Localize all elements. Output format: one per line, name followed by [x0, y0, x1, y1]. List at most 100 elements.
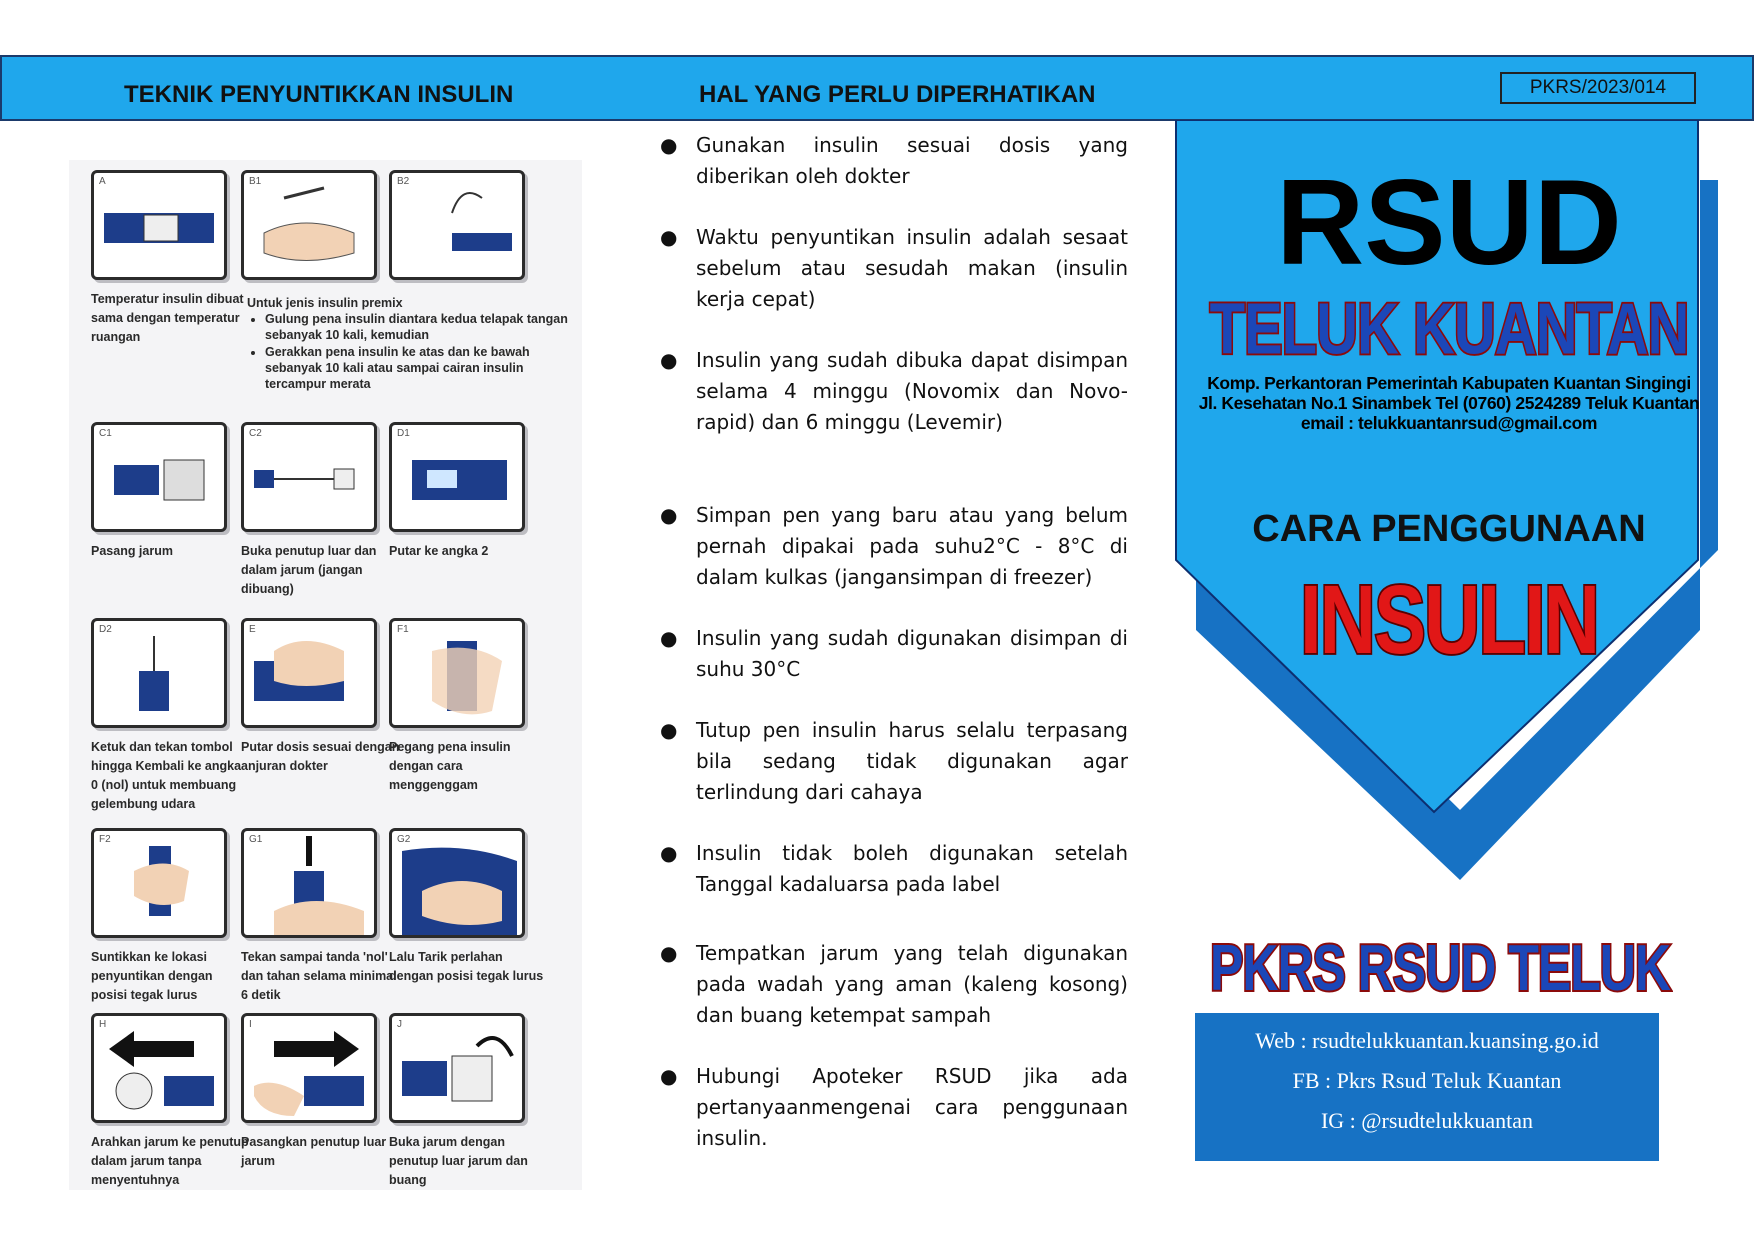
step-illustration-graphic [139, 636, 169, 711]
step-caption: Ketuk dan tekan tombol hingga Kembali ke… [91, 740, 242, 811]
step-illustration-graphic [402, 1036, 514, 1102]
step-tag: J [397, 1019, 402, 1030]
step-tag: H [99, 1019, 107, 1030]
premix-instructions: Untuk jenis insulin premix Gulung pena i… [247, 295, 577, 393]
step-illustration: F1 [389, 618, 525, 728]
step-illustration-graphic [451, 192, 512, 251]
step-a: A Temperatur insulin dibuat sama dengan t… [91, 170, 251, 347]
step-illustration: J [389, 1013, 525, 1123]
step-tag: B1 [249, 176, 262, 187]
cover-banner [1175, 120, 1718, 880]
step-illustration-graphic [114, 459, 205, 501]
step-tag: D1 [397, 428, 410, 439]
middle-section-title: HAL YANG PERLU DIPERHATIKAN [699, 81, 1096, 108]
step-illustration: F2 [91, 828, 227, 938]
step-illustration-graphic [274, 836, 364, 935]
step-caption: Temperatur insulin dibuat sama dengan te… [91, 292, 244, 344]
document-code: PKRS/2023/014 [1500, 72, 1696, 104]
bullet-icon: ● [660, 1064, 678, 1088]
step-h: H Arahkan jarum ke penutup dalam jarum ta… [91, 1013, 251, 1190]
step-caption: Buka jarum dengan penutup luar jarum dan… [389, 1135, 528, 1187]
bullet-icon: ● [660, 503, 678, 527]
tip-item: ● Tempatkan jarum yang telah digunakan pa… [660, 938, 1128, 1031]
instagram-link[interactable]: IG : @rsudtelukkuantan [1320, 1108, 1534, 1133]
step-illustration-graphic [263, 186, 355, 261]
step-illustration: A [91, 170, 227, 280]
step-caption: Putar ke angka 2 [389, 544, 489, 558]
step-illustration: B1 [241, 170, 377, 280]
tip-item: ● Simpan pen yang baru atau yang belum pe… [660, 500, 1128, 593]
step-caption: Pasang jarum [91, 544, 173, 558]
step-illustration-graphic [402, 847, 517, 935]
step-caption: Pasangkan penutup luar jarum [241, 1135, 387, 1168]
step-i: I Pasangkan penutup luar jarum [241, 1013, 401, 1171]
step-illustration-graphic [134, 846, 189, 916]
step-illustration: C1 [91, 422, 227, 532]
bullet-icon: ● [660, 225, 678, 249]
step-caption: Suntikkan ke lokasi penyuntikan dengan p… [91, 950, 213, 1002]
step-tag: A [99, 176, 106, 187]
address-line: Komp. Perkantoran Pemerintah Kabupaten K… [1207, 373, 1691, 393]
step-illustration: H [91, 1013, 227, 1123]
bullet-icon: ● [660, 626, 678, 650]
step-illustration: I [241, 1013, 377, 1123]
email-line: email : telukkuantanrsud@gmail.com [1300, 413, 1598, 433]
step-illustration-graphic [254, 468, 355, 490]
step-illustration: B2 [389, 170, 525, 280]
step-illustration-graphic [254, 641, 344, 701]
step-tag: D2 [99, 624, 112, 635]
step-tag: F1 [397, 624, 409, 635]
step-caption: Arahkan jarum ke penutup dalam jarum tan… [91, 1135, 249, 1187]
tip-text: Tempatkan jarum yang telah digunakan pad… [696, 941, 1128, 1027]
step-illustration: D2 [91, 618, 227, 728]
bullet-icon: ● [660, 841, 678, 865]
banner-front [1175, 120, 1699, 814]
tip-item: ● Hubungi Apoteker RSUD jika ada pertanya… [660, 1061, 1128, 1154]
step-caption: Putar dosis sesuai dengan anjuran dokter [241, 740, 400, 773]
step-tag: C2 [249, 428, 262, 439]
cover-title: RSUD [1276, 154, 1622, 290]
left-section-title: TEKNIK PENYUNTIKKAN INSULIN [124, 81, 514, 108]
tip-item: ● Waktu penyuntikan insulin adalah sesaat… [660, 222, 1128, 315]
header-band: TEKNIK PENYUNTIKKAN INSULIN HAL YANG PER… [0, 55, 1754, 121]
step-illustration-graphic [104, 213, 214, 243]
cover-heading: CARA PENGGUNAAN [1252, 508, 1646, 550]
tip-text: Simpan pen yang baru atau yang belum per… [696, 503, 1128, 589]
bullet-icon: ● [660, 718, 678, 742]
contact-box: Web : rsudtelukkuantan.kuansing.go.id FB… [1195, 1013, 1659, 1161]
bullet-icon: ● [660, 941, 678, 965]
cover-subtitle: TELUK KUANTAN [1208, 286, 1691, 371]
step-caption: Buka penutup luar dan dalam jarum (janga… [241, 544, 377, 596]
step-caption: Tekan sampai tanda 'nol' dan tahan selam… [241, 950, 397, 1002]
premix-item: Gerakkan pena insulin ke atas dan ke baw… [265, 344, 577, 392]
step-j: J Buka jarum dengan penutup luar jarum da… [389, 1013, 549, 1190]
step-e: E Putar dosis sesuai dengan anjuran dokte… [241, 618, 401, 776]
step-illustration: G1 [241, 828, 377, 938]
tip-item: ● Gunakan insulin sesuai dosis yang diber… [660, 130, 1128, 192]
premix-title: Untuk jenis insulin premix [247, 296, 403, 310]
web-link[interactable]: Web : rsudtelukkuantan.kuansing.go.id [1255, 1028, 1599, 1053]
address-line: Jl. Kesehatan No.1 Sinambek Tel (0760) 2… [1198, 393, 1700, 413]
step-caption: Pegang pena insulin dengan cara menggeng… [389, 740, 511, 792]
step-illustration: E [241, 618, 377, 728]
step-illustration-graphic [432, 641, 502, 715]
tip-text: Tutup pen insulin harus selalu terpasang… [696, 718, 1128, 804]
bullet-icon: ● [660, 133, 678, 157]
tip-item: ●Insulin yang sudah dibuka dapat disimpa… [660, 345, 1128, 438]
facebook-link[interactable]: FB : Pkrs Rsud Teluk Kuantan [1292, 1068, 1562, 1093]
tip-item: ● Tutup pen insulin harus selalu terpasan… [660, 715, 1128, 808]
cover-address: Komp. Perkantoran Pemerintah Kabupaten K… [1172, 373, 1726, 433]
tip-text: Hubungi Apoteker RSUD jika ada pertanyaa… [696, 1064, 1128, 1150]
step-tag: G2 [397, 834, 411, 845]
tip-item: ●Insulin tidak boleh digunakan setelah T… [660, 838, 1128, 900]
tip-text: Gunakan insulin sesuai dosis yang diberi… [696, 133, 1128, 188]
step-illustration: D1 [389, 422, 525, 532]
step-illustration: G2 [389, 828, 525, 938]
tip-text: Waktu penyuntikan insulin adalah sesaat … [696, 225, 1128, 311]
